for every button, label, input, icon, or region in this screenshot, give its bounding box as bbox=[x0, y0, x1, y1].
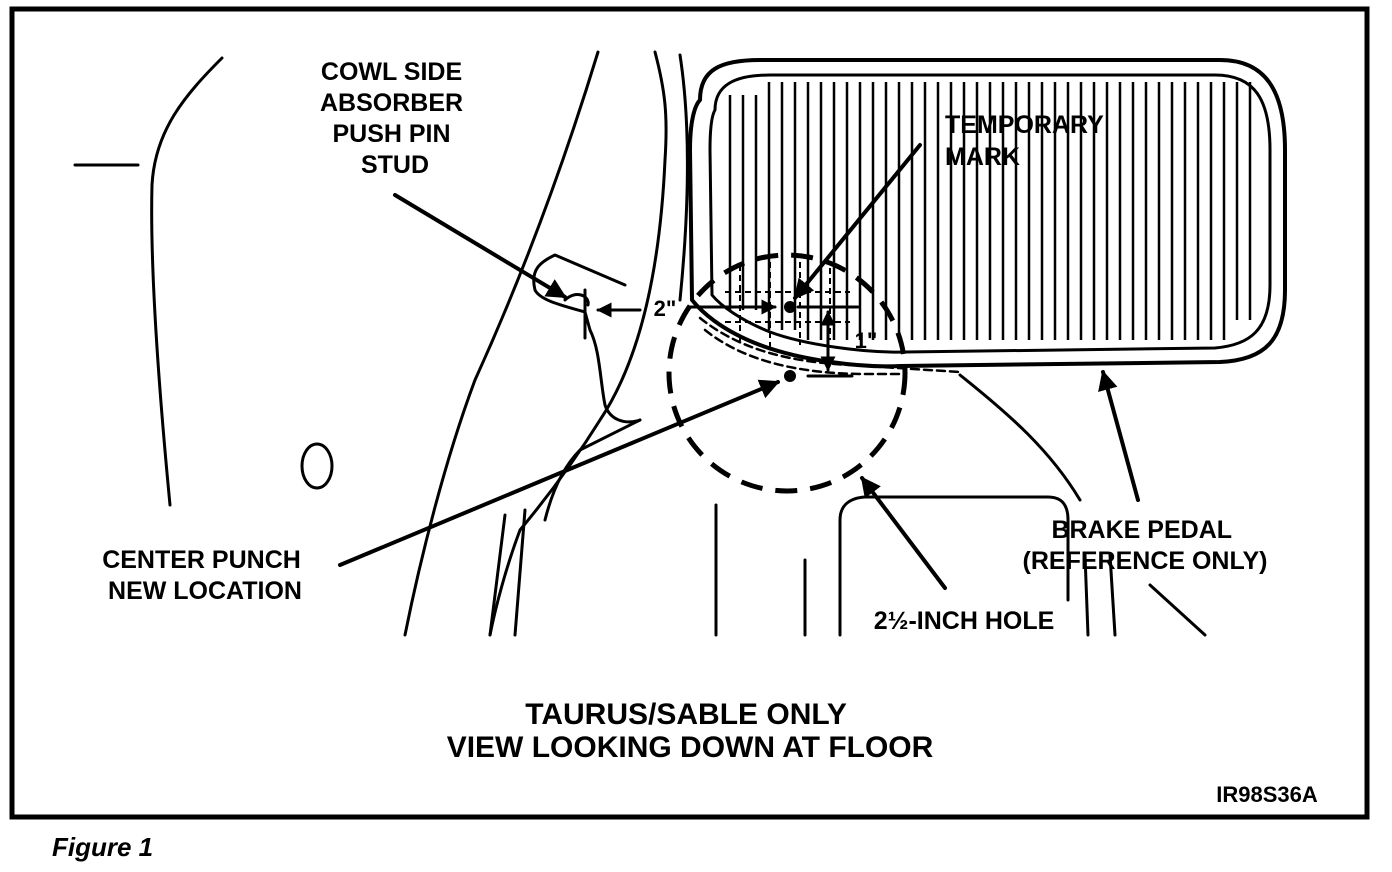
dimension-two-inch bbox=[583, 288, 777, 340]
label-brake-pedal-line-2: (REFERENCE ONLY) bbox=[1023, 547, 1268, 575]
leader-arrows bbox=[338, 143, 1140, 590]
label-two-inch: 2" bbox=[654, 296, 677, 321]
figure-caption: Figure 1 bbox=[52, 832, 154, 862]
label-cowl-line-3: PUSH PIN bbox=[332, 120, 450, 148]
label-one-inch: 1" bbox=[855, 328, 878, 353]
figure-title-line-2: VIEW LOOKING DOWN AT FLOOR bbox=[447, 731, 934, 764]
label-center-punch: CENTER PUNCH NEW LOCATION bbox=[102, 546, 308, 605]
label-hole-size: 2½-INCH HOLE bbox=[874, 607, 1055, 635]
figure-title-line-1: TAURUS/SABLE ONLY bbox=[525, 698, 847, 731]
label-temporary-mark: TEMPORARY MARK bbox=[945, 111, 1110, 171]
label-cowl-side-absorber: COWL SIDE ABSORBER PUSH PIN STUD bbox=[320, 58, 470, 179]
label-temporary-line-1: TEMPORARY bbox=[945, 111, 1104, 139]
floor-linework bbox=[73, 50, 1207, 637]
label-temporary-line-2: MARK bbox=[945, 143, 1020, 171]
label-brake-pedal: BRAKE PEDAL (REFERENCE ONLY) bbox=[1023, 516, 1268, 575]
label-center-punch-line-2: NEW LOCATION bbox=[108, 577, 302, 605]
illustration-code: IR98S36A bbox=[1216, 782, 1318, 807]
temporary-mark-dot bbox=[784, 301, 796, 313]
dimension-one-inch bbox=[796, 305, 860, 378]
label-brake-pedal-line-1: BRAKE PEDAL bbox=[1051, 516, 1231, 544]
label-cowl-line-2: ABSORBER bbox=[320, 89, 463, 117]
hole-circle bbox=[666, 252, 908, 494]
figure-title: TAURUS/SABLE ONLY VIEW LOOKING DOWN AT F… bbox=[447, 698, 934, 764]
pedal-underside-outline bbox=[698, 316, 962, 374]
center-punch-dot bbox=[784, 370, 796, 382]
label-center-punch-line-1: CENTER PUNCH bbox=[102, 546, 301, 574]
label-cowl-line-1: COWL SIDE bbox=[321, 58, 462, 86]
label-cowl-line-4: STUD bbox=[361, 151, 429, 179]
brake-pedal-pad bbox=[688, 58, 1287, 369]
